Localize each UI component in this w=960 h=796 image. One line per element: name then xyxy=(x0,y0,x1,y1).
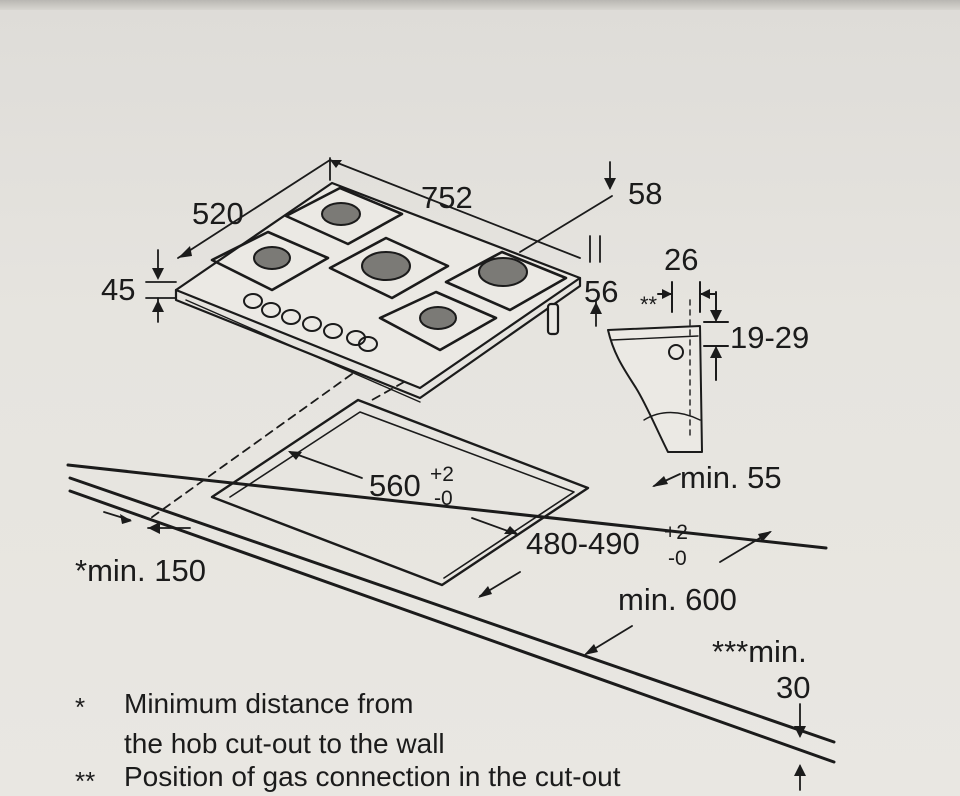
cutout-width-label: 560 xyxy=(369,468,421,503)
gas-connection-detail xyxy=(607,281,729,453)
burners xyxy=(253,202,528,330)
min-30-label-line1: ***min. xyxy=(712,634,807,669)
min-30-label-line2: 30 xyxy=(776,670,811,705)
dimension-lines xyxy=(103,157,801,791)
arrowheads xyxy=(120,160,806,776)
note-2-line1: Position of gas connection in the cut-ou… xyxy=(124,761,621,792)
top-edge xyxy=(0,0,960,10)
gas-26-label: 26 xyxy=(664,242,699,277)
min-150-label: *min. 150 xyxy=(75,553,206,588)
min-55-label: min. 55 xyxy=(680,460,782,495)
note-1-line2: the hob cut-out to the wall xyxy=(124,728,445,759)
worktop xyxy=(66,463,836,764)
depth-520-label: 520 xyxy=(192,196,244,231)
cutout-depth-tol-minus: -0 xyxy=(668,547,687,570)
height-58-label: 58 xyxy=(628,176,663,211)
cutout-width-tol-plus: +2 xyxy=(430,463,454,486)
projection-lines xyxy=(147,373,405,521)
gas-detail-arrowheads xyxy=(662,289,722,358)
cutout-depth-label: 480-490 xyxy=(526,526,640,561)
height-45-label: 45 xyxy=(101,272,136,307)
width-752-label: 752 xyxy=(421,180,473,215)
cutout-width-tol-minus: -0 xyxy=(434,487,453,510)
note-2-marker: ** xyxy=(75,766,96,796)
control-knobs xyxy=(243,293,378,352)
side-56-label: 56 xyxy=(584,274,619,309)
cutout-depth-tol-plus: +2 xyxy=(664,521,688,544)
pan-supports xyxy=(210,186,568,352)
note-1-line1: Minimum distance from xyxy=(124,688,414,719)
gas-range-label: 19-29 xyxy=(730,320,810,355)
hob xyxy=(174,181,582,403)
gas-marker: ** xyxy=(640,292,658,317)
min-600-label: min. 600 xyxy=(618,582,737,617)
gas-pipe xyxy=(546,302,560,336)
note-1-marker: * xyxy=(75,692,86,722)
